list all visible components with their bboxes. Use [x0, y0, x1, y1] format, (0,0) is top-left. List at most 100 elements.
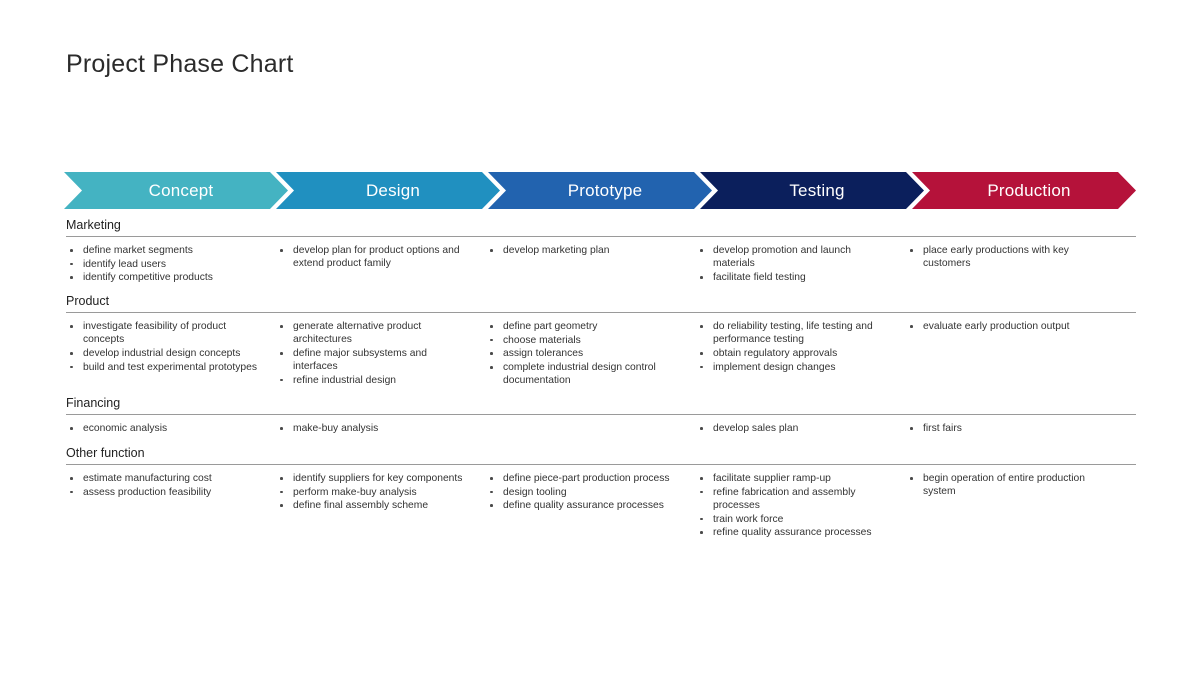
bullet-icon: [700, 365, 703, 369]
task-item-label: perform make-buy analysis: [293, 486, 417, 498]
section-title: Product: [66, 294, 110, 308]
task-item: evaluate early production output: [906, 320, 1102, 333]
column-concept: investigate feasibility of product conce…: [66, 320, 276, 388]
phase-label: Testing: [789, 180, 845, 200]
section-columns: define market segments identify lead user…: [66, 237, 1136, 285]
task-list: do reliability testing, life testing and…: [696, 320, 892, 374]
bullet-icon: [70, 477, 73, 480]
column-concept: estimate manufacturing cost assess produc…: [66, 472, 276, 540]
task-item-label: facilitate supplier ramp-up: [713, 473, 831, 484]
bullet-icon: [490, 325, 493, 328]
task-item-label: investigate feasibility of product conce…: [83, 321, 227, 346]
column-testing: facilitate supplier ramp-up refine fabric…: [696, 472, 906, 540]
bullet-icon: [490, 249, 493, 252]
task-item: make-buy analysis: [276, 422, 472, 435]
column-design: identify suppliers for key components per…: [276, 472, 486, 540]
task-item-label: assess production feasibility: [83, 486, 212, 498]
column-production: first fairs: [906, 422, 1116, 436]
task-item: begin operation of entire production sys…: [906, 472, 1102, 498]
bullet-icon: [70, 262, 73, 266]
task-item: estimate manufacturing cost: [66, 472, 262, 485]
column-testing: do reliability testing, life testing and…: [696, 320, 906, 388]
task-item: define final assembly scheme: [276, 499, 472, 512]
task-item-label: develop marketing plan: [503, 245, 610, 256]
task-item-label: obtain regulatory approvals: [713, 347, 838, 359]
section-columns: economic analysis make-buy analysis develo…: [66, 415, 1136, 436]
bullet-icon: [490, 352, 493, 355]
phase-arrow-concept[interactable]: Concept: [64, 172, 288, 209]
section-divider: [66, 414, 1136, 415]
task-item: define market segments: [66, 244, 262, 257]
task-item-label: define quality assurance processes: [503, 500, 664, 512]
task-item: build and test experimental prototypes: [66, 361, 262, 374]
bullet-icon: [700, 517, 703, 521]
task-item-label: estimate manufacturing cost: [83, 473, 212, 484]
task-item-label: develop sales plan: [713, 423, 799, 434]
task-item: design tooling: [486, 486, 682, 499]
task-item-label: assign tolerances: [503, 348, 584, 360]
task-item-label: evaluate early production output: [923, 321, 1070, 332]
task-list: evaluate early production output: [906, 320, 1102, 333]
column-prototype: [486, 422, 696, 436]
task-list: make-buy analysis: [276, 422, 472, 435]
task-list: develop marketing plan: [486, 244, 682, 257]
column-concept: economic analysis: [66, 422, 276, 436]
task-item: generate alternative product architectur…: [276, 320, 472, 346]
phase-arrow-design[interactable]: Design: [276, 172, 500, 209]
task-item: develop industrial design concepts: [66, 347, 262, 360]
task-list: economic analysis: [66, 422, 262, 435]
section-divider: [66, 236, 1136, 237]
phase-label: Design: [365, 180, 421, 200]
bullet-icon: [700, 427, 703, 430]
bullet-icon: [700, 249, 703, 252]
bullet-icon: [280, 351, 283, 355]
bullet-icon: [280, 249, 283, 252]
task-list: generate alternative product architectur…: [276, 320, 472, 387]
column-production: place early productions with key custome…: [906, 244, 1116, 285]
task-item-label: identify suppliers for key components: [293, 473, 463, 484]
bullet-icon: [490, 338, 493, 342]
task-item: define part geometry: [486, 320, 682, 333]
column-prototype: develop marketing plan: [486, 244, 696, 285]
task-list: facilitate supplier ramp-up refine fabric…: [696, 472, 892, 540]
bullet-icon: [70, 351, 73, 355]
task-list: begin operation of entire production sys…: [906, 472, 1102, 498]
bullet-icon: [70, 276, 73, 279]
bullet-icon: [910, 325, 913, 328]
column-design: generate alternative product architectur…: [276, 320, 486, 388]
bullet-icon: [280, 378, 283, 382]
phase-arrow-prototype[interactable]: Prototype: [488, 172, 712, 209]
phase-arrow-testing[interactable]: Testing: [700, 172, 924, 209]
bullet-icon: [490, 366, 493, 369]
phase-arrow-production[interactable]: Production: [912, 172, 1136, 209]
section-product: Product investigate feasibility of produc…: [66, 294, 1136, 388]
task-item-label: build and test experimental prototypes: [83, 361, 258, 373]
task-item-label: first fairs: [923, 423, 962, 434]
bullet-icon: [70, 249, 73, 252]
task-item-label: implement design changes: [713, 361, 836, 373]
bullet-icon: [700, 490, 703, 494]
task-item: refine fabrication and assembly processe…: [696, 486, 892, 512]
task-item-label: define market segments: [83, 245, 193, 256]
column-design: develop plan for product options and ext…: [276, 244, 486, 285]
task-item: develop promotion and launch materials: [696, 244, 892, 270]
bullet-icon: [910, 477, 913, 480]
task-item-label: identify competitive products: [83, 272, 213, 284]
task-item-label: develop industrial design concepts: [83, 347, 241, 359]
task-item: define piece-part production process: [486, 472, 682, 485]
task-item-label: identify lead users: [83, 258, 166, 270]
task-item: implement design changes: [696, 361, 892, 374]
task-item: define major subsystems and interfaces: [276, 347, 472, 373]
task-item-label: make-buy analysis: [293, 423, 379, 434]
task-item: define quality assurance processes: [486, 499, 682, 512]
task-item-label: refine quality assurance processes: [713, 527, 872, 539]
bullet-icon: [490, 490, 493, 494]
bullet-icon: [280, 490, 283, 494]
task-item: complete industrial design control docum…: [486, 361, 682, 387]
section-columns: investigate feasibility of product conce…: [66, 313, 1136, 388]
task-item-label: economic analysis: [83, 423, 168, 434]
